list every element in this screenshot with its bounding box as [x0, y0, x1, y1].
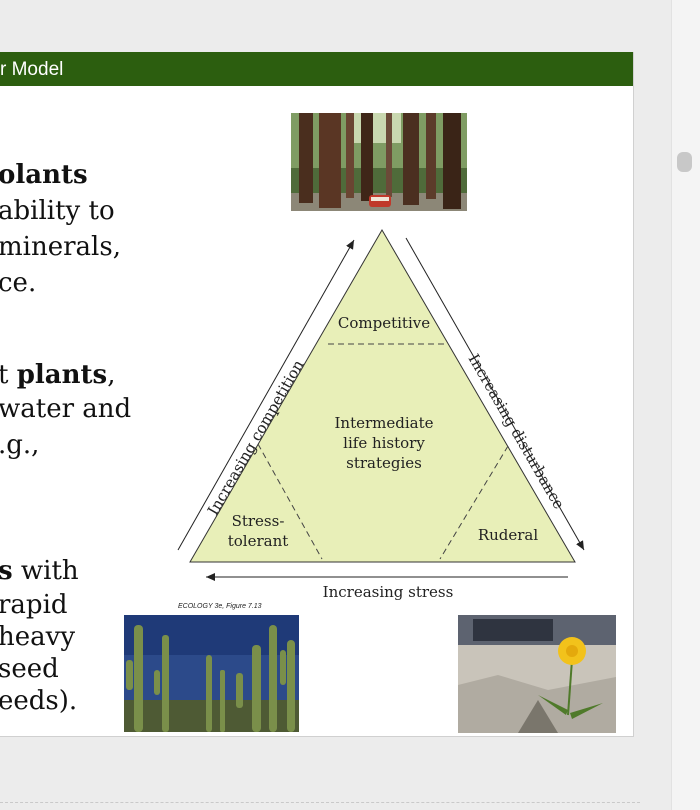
increasing-stress-label: Increasing stress: [323, 583, 454, 601]
slide: r Model olants ability to minerals, ce. …: [0, 52, 634, 737]
saguaro-cactus-photo: [124, 615, 299, 732]
body-text-line: heavy: [0, 622, 76, 652]
body-text-line: ability to: [0, 196, 115, 226]
vertical-scrollbar[interactable]: [671, 0, 700, 810]
body-text-line: .g.,: [0, 430, 40, 460]
stress-tolerant-label: Stress-: [232, 512, 285, 530]
body-text-line: eeds).: [0, 686, 78, 716]
body-text-line: t plants,: [0, 360, 116, 390]
grime-triangle-diagram: Competitive Intermediate life history st…: [177, 229, 585, 601]
scrollbar-thumb[interactable]: [677, 152, 692, 172]
figure-caption: ECOLOGY 3e, Figure 7.13: [178, 603, 262, 610]
intermediate-label: life history: [343, 434, 425, 452]
slide-title: r Model: [0, 59, 64, 80]
body-text-line: s with: [0, 556, 79, 586]
stress-tolerant-label: tolerant: [228, 532, 289, 550]
body-text-line: water and: [0, 394, 132, 424]
page-divider: [0, 802, 640, 803]
triangle-shape: [189, 229, 576, 563]
dandelion-in-rock-photo: [458, 615, 616, 733]
slide-header: r Model: [0, 52, 633, 86]
body-text-line: seed: [0, 654, 59, 684]
competitive-label: Competitive: [338, 314, 430, 332]
body-text-line: olants: [0, 160, 88, 190]
ruderal-label: Ruderal: [478, 526, 539, 544]
redwood-forest-photo: [291, 113, 467, 211]
intermediate-label: strategies: [346, 454, 422, 472]
body-text-line: minerals,: [0, 232, 121, 262]
intermediate-label: Intermediate: [334, 414, 433, 432]
body-text-line: ce.: [0, 268, 37, 298]
body-text-line: rapid: [0, 590, 68, 620]
